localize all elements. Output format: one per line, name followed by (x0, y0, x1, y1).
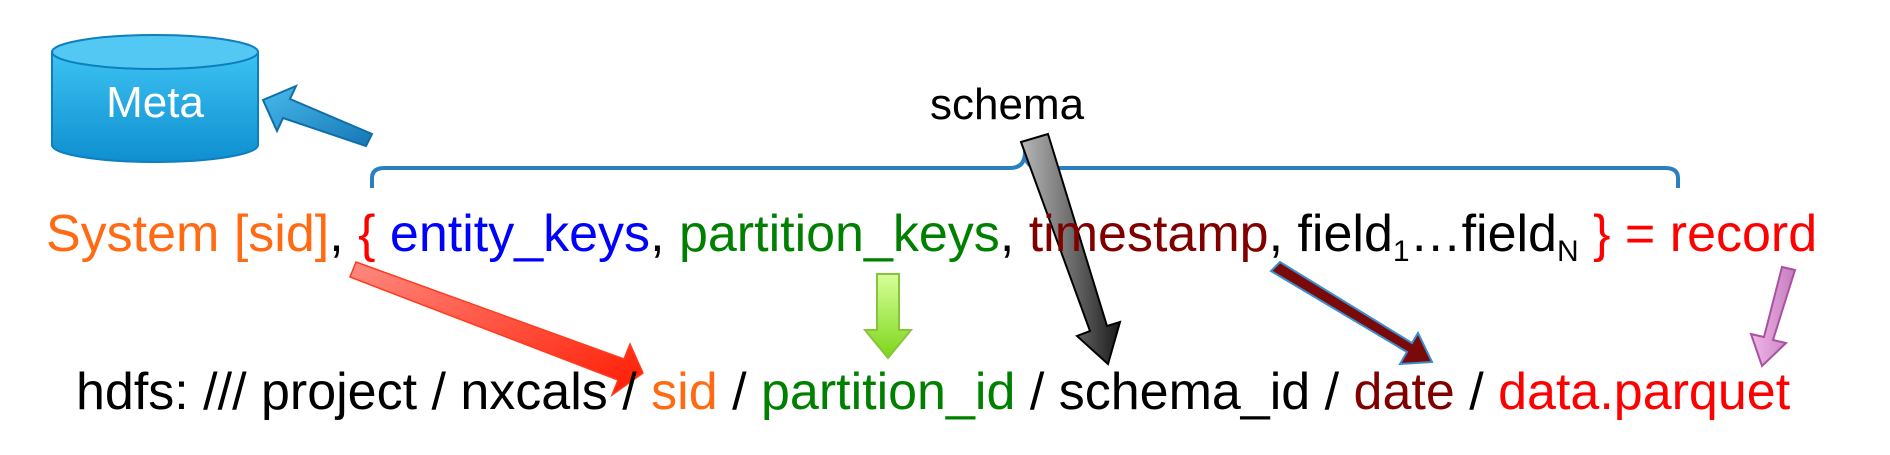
path-prefix: hdfs: /// project / nxcals / (76, 363, 637, 421)
open-brace: { (358, 205, 376, 263)
path-sid: sid (651, 363, 718, 421)
path-date: date (1353, 363, 1455, 421)
path-schema-id: / schema_id / (1029, 363, 1340, 421)
comma: , (329, 205, 344, 263)
record-mapping-arrow (1749, 265, 1797, 368)
partition-mapping-arrow (862, 273, 914, 360)
field-text: field (1297, 205, 1393, 263)
field-subscript-n: N (1556, 235, 1579, 268)
schema-brace (370, 150, 1680, 188)
comma: , (999, 205, 1015, 263)
schema-mapping-arrow (1019, 132, 1122, 366)
meta-label: Meta (106, 78, 204, 127)
meta-pointer-arrow (261, 84, 374, 148)
path-separator: / (732, 363, 747, 421)
database-cylinder-icon (51, 34, 259, 163)
path-data-file: data.parquet (1498, 363, 1791, 421)
entity-keys-text: entity_keys (389, 205, 651, 263)
hdfs-path-line: hdfs: /// project / nxcals / sid / parti… (76, 362, 1790, 422)
comma: , (650, 205, 665, 263)
field-subscript-1: 1 (1392, 235, 1410, 268)
path-separator: / (1469, 363, 1484, 421)
sid-mapping-arrow (349, 261, 644, 398)
equals-sign: = (1624, 205, 1656, 263)
comma: , (1268, 205, 1284, 263)
schema-label: schema (930, 80, 1085, 129)
close-brace: } (1593, 205, 1611, 263)
path-partition-id: partition_id (760, 363, 1016, 421)
timestamp-text: timestamp (1028, 205, 1269, 263)
system-sid-text: System [sid] (46, 205, 330, 263)
record-text: record (1669, 205, 1818, 263)
record-definition-line: System [sid], { entity_keys, partition_k… (46, 204, 1818, 267)
timestamp-mapping-arrow (1269, 260, 1434, 366)
partition-keys-text: partition_keys (678, 205, 1000, 263)
field-ellipsis-text: …field (1409, 205, 1557, 263)
